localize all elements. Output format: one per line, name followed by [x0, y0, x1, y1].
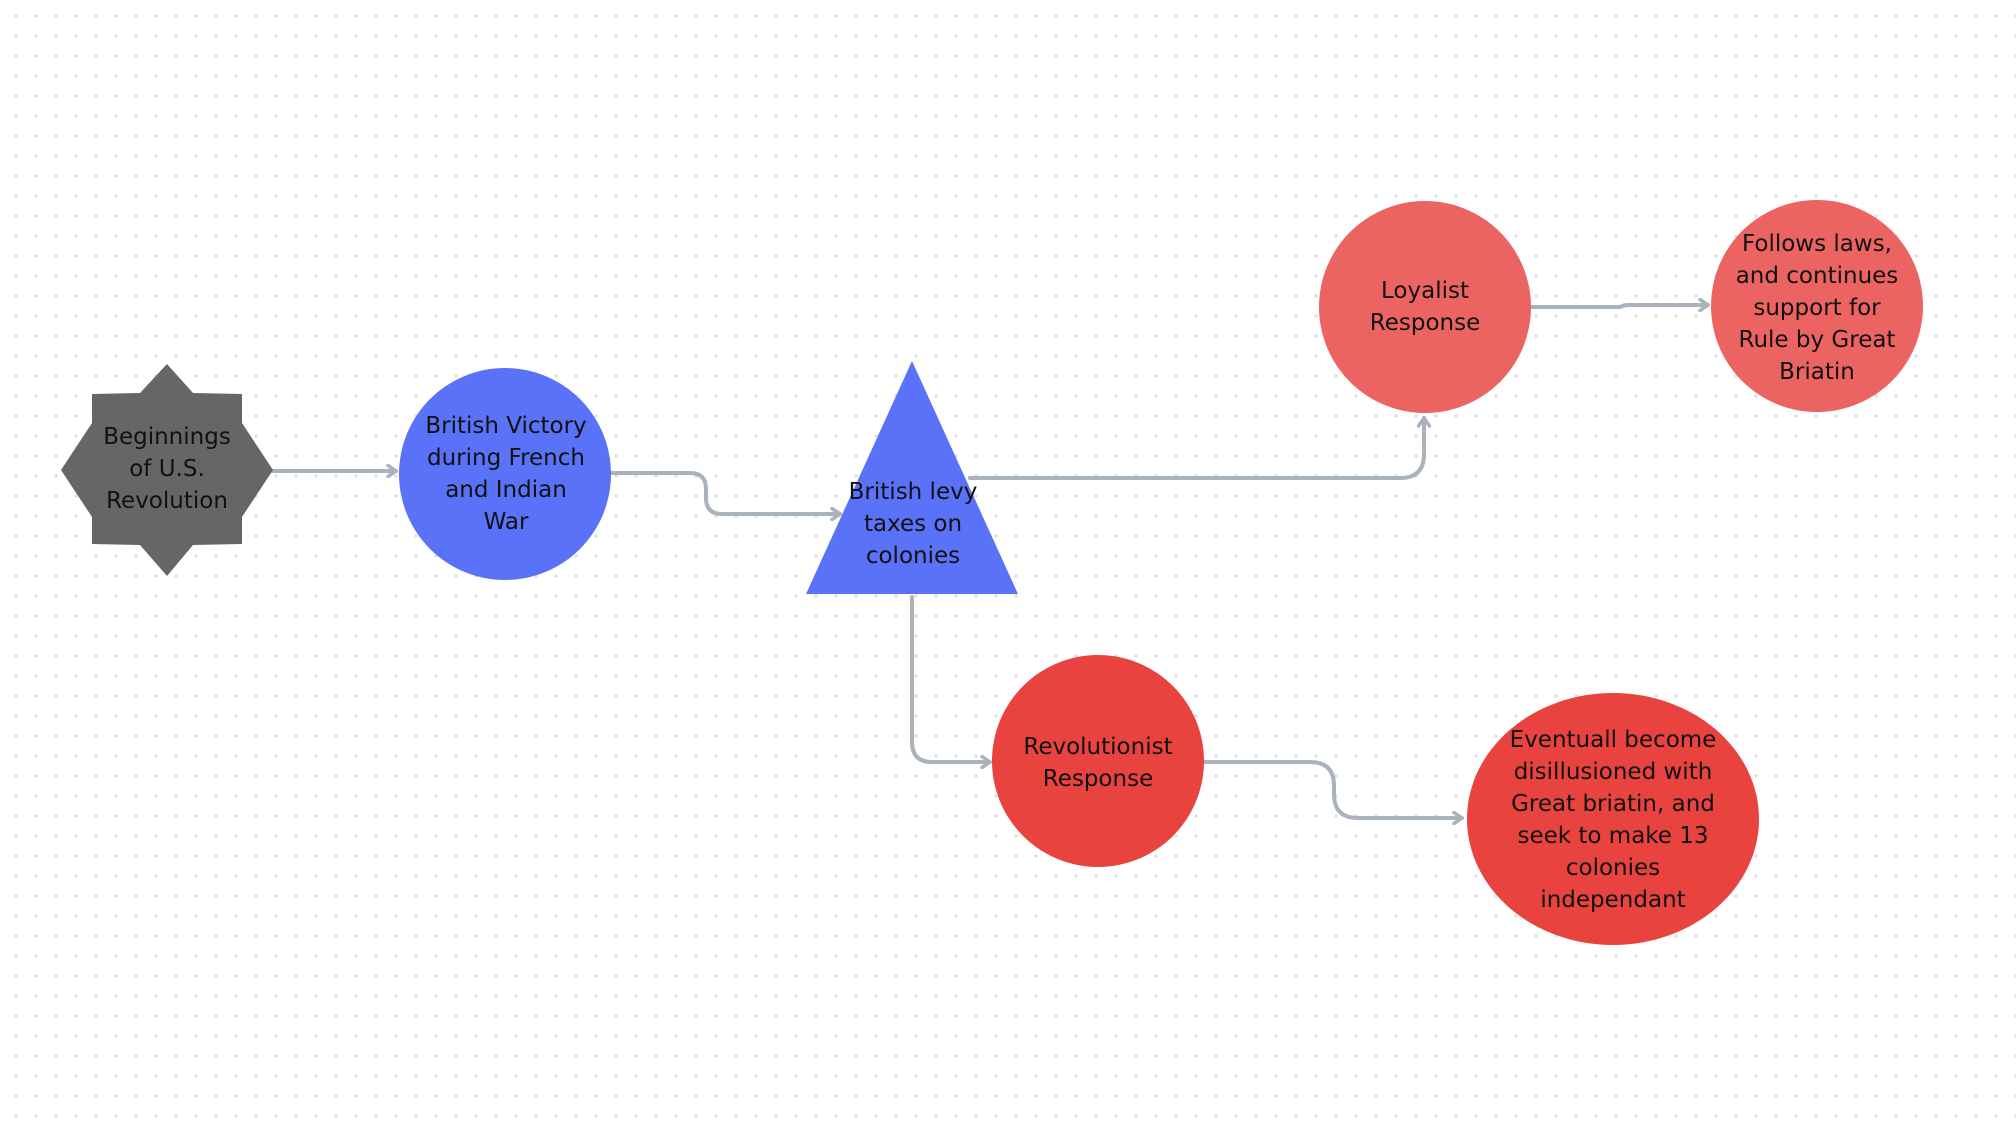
loyalist-outcome-circle-shape[interactable]	[1711, 200, 1923, 412]
connector-revolutionist-to-outcome[interactable]	[1203, 760, 1464, 818]
connector-taxes-to-loyalist[interactable]	[968, 416, 1424, 480]
revolutionist-outcome-ellipse-shape[interactable]	[1467, 693, 1759, 945]
loyalist-circle-shape[interactable]	[1319, 201, 1531, 413]
taxes-triangle-shape[interactable]	[806, 361, 1018, 594]
connector-victory-to-taxes[interactable]	[610, 471, 842, 514]
connector-taxes-to-revolutionist[interactable]	[910, 595, 992, 762]
start-star-burst-shape[interactable]	[61, 364, 273, 576]
connector-loyalist-to-outcome[interactable]	[1530, 305, 1710, 307]
revolutionist-circle-shape[interactable]	[992, 655, 1204, 867]
victory-circle-shape[interactable]	[399, 368, 611, 580]
